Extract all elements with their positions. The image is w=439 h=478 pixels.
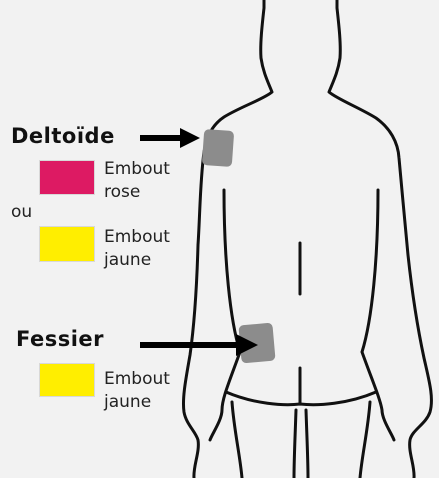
yellow-tip-swatch-gluteal [39,363,95,397]
pink-tip-label-line-2: rose [104,181,140,203]
deltoid-arrow [140,128,200,148]
yellow-tip-label-deltoid-line-2: jaune [104,249,151,271]
body-outline [183,0,272,478]
gluteal-arrow [140,334,258,356]
right-arm-inner [362,190,394,440]
leg-gap-right [306,410,308,478]
yellow-tip-swatch-deltoid [39,226,95,262]
pink-tip-label-line-1: Embout [104,158,170,180]
or-separator: ou [11,201,32,223]
right-leg [360,402,370,478]
gluteal-title: Fessier [16,327,104,351]
yellow-tip-label-gluteal-line-2: jaune [104,391,151,413]
yellow-tip-label-deltoid-line-1: Embout [104,226,170,248]
left-leg [232,402,242,478]
deltoid-injection-zone [202,129,234,167]
pink-tip-swatch [39,160,95,195]
yellow-tip-label-gluteal-line-1: Embout [104,368,170,390]
deltoid-title: Deltoïde [11,124,115,148]
leg-gap-left [294,410,296,478]
left-arm-inner [210,190,240,440]
